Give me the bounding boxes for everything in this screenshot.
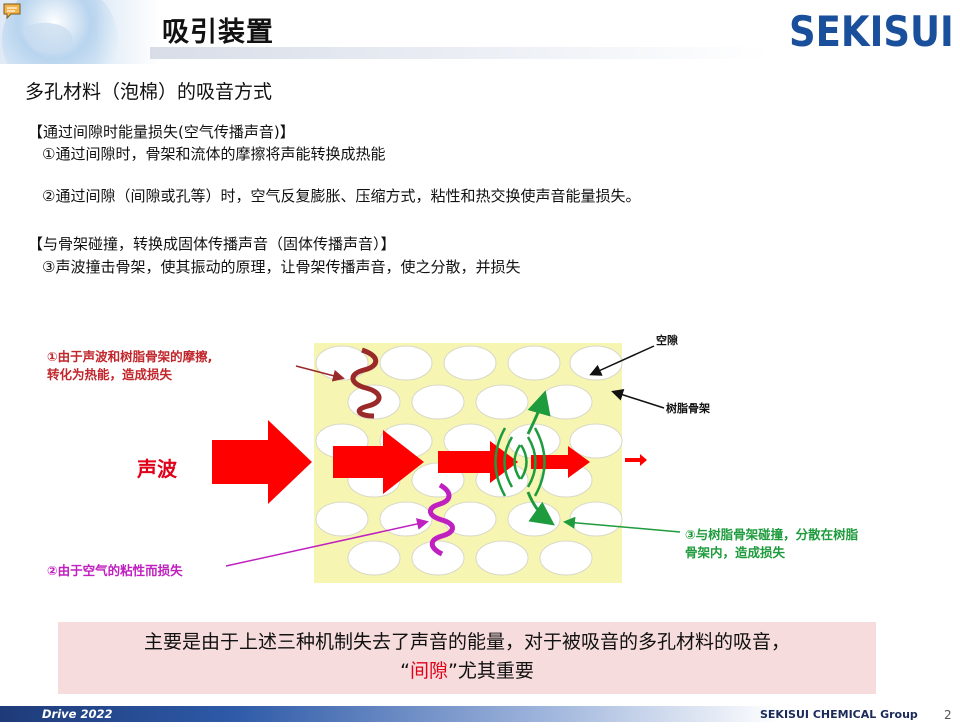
foam-void [443, 345, 497, 381]
foam-void [315, 501, 369, 537]
foam-void [507, 501, 561, 537]
summary-quote-rest: ”尤其重要 [448, 660, 534, 682]
sound-wave-arrow-1 [212, 420, 312, 504]
scatter-arrow-up [526, 390, 551, 435]
foam-void [569, 345, 623, 381]
section1-item1: ①通过间隙时，骨架和流体的摩擦将声能转换成热能 [42, 145, 386, 163]
sound-wave-arrow-3 [438, 441, 518, 483]
label3-pointer [563, 516, 681, 533]
foam-void [411, 384, 465, 420]
sound-wave-arrow-2 [333, 430, 424, 494]
viscosity-squiggle [428, 482, 455, 557]
void-label: 空隙 [656, 334, 678, 347]
mechanism3-label-line1: ③与树脂骨架碰撞，分散在树脂 [685, 527, 859, 542]
vibration-arcs [494, 427, 546, 497]
foam-void [475, 540, 529, 576]
summary-box: 主要是由于上述三种机制失去了声音的能量，对于被吸音的多孔材料的吸音， “间隙”尤… [58, 622, 876, 694]
label1-pointer [295, 365, 345, 382]
foam-void [507, 345, 561, 381]
chat-bubble-icon [3, 3, 21, 20]
resin-pointer [611, 389, 665, 409]
section1-heading: 【通过间隙时能量损失(空气传播声音)】 [28, 123, 295, 141]
subtitle: 多孔材料（泡棉）的吸音方式 [25, 81, 273, 103]
mechanism1-label: ①由于声波和树脂骨架的摩擦, 转化为热能，造成损失 [47, 348, 212, 384]
foam-void [347, 540, 401, 576]
foam-void [539, 384, 593, 420]
footer-company: SEKISUI CHEMICAL Group [760, 708, 918, 721]
sound-wave-arrow-5 [625, 454, 647, 466]
page-number: 2 [944, 708, 952, 722]
mechanism1-label-line1: ①由于声波和树脂骨架的摩擦, [47, 349, 213, 364]
friction-squiggle [350, 347, 382, 419]
header-divider [150, 47, 770, 59]
foam-void [569, 501, 623, 537]
company-logo: SEKISUI [789, 8, 954, 57]
foam-void [411, 540, 465, 576]
summary-quote-open: “ [400, 660, 410, 682]
section1-item2: ②通过间隙（间隙或孔等）时，空气反复膨胀、压缩方式，粘性和热交换使声音能量损失。 [42, 187, 641, 205]
foam-void [315, 345, 369, 381]
globe-decoration [0, 0, 160, 64]
foam-void [569, 423, 623, 459]
mechanism2-label: ②由于空气的粘性而损失 [47, 563, 183, 578]
summary-highlight: 间隙 [409, 660, 448, 682]
page-title: 吸引装置 [162, 17, 274, 48]
foam-void [539, 540, 593, 576]
resin-skeleton-label: 树脂骨架 [666, 402, 710, 415]
footer-event: Drive 2022 [42, 707, 113, 721]
mechanism3-label-line2: 骨架内，造成损失 [685, 545, 786, 560]
scatter-arrow-down [526, 491, 555, 526]
footer-bar [0, 706, 780, 722]
section2-item3: ③声波撞击骨架，使其振动的原理，让骨架传播声音，使之分散，并损失 [42, 258, 521, 276]
foam-diagram [212, 343, 681, 583]
sound-wave-arrow-4 [531, 446, 590, 478]
section2-heading: 【与骨架碰撞，转换成固体传播声音（固体传播声音）】 [28, 235, 396, 253]
void-pointer [589, 345, 655, 376]
summary-line2: “间隙”尤其重要 [58, 657, 876, 686]
sound-wave-label: 声波 [137, 457, 177, 481]
label2-pointer [225, 518, 429, 567]
mechanism3-label: ③与树脂骨架碰撞，分散在树脂 骨架内，造成损失 [685, 526, 858, 562]
mechanism1-label-line2: 转化为热能，造成损失 [47, 367, 173, 382]
summary-line1: 主要是由于上述三种机制失去了声音的能量，对于被吸音的多孔材料的吸音， [143, 631, 790, 653]
foam-void [475, 384, 529, 420]
foam-void [379, 345, 433, 381]
